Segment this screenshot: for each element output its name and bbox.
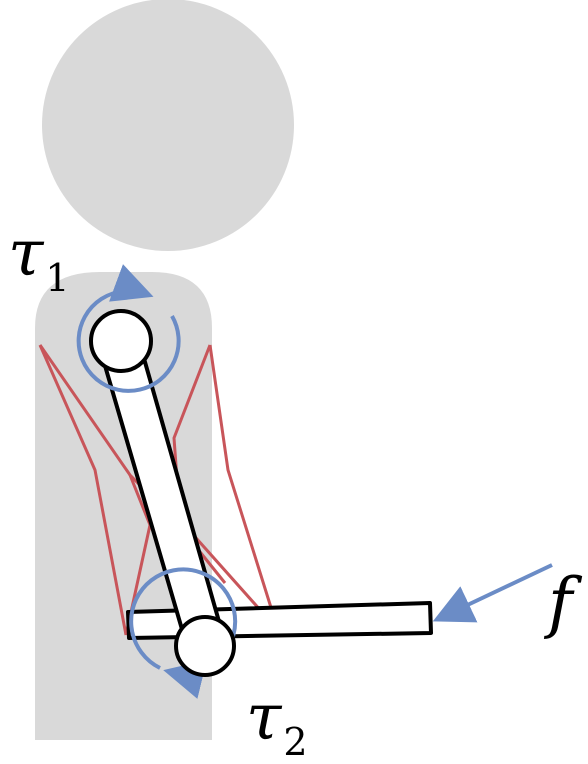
force-arrow xyxy=(432,563,553,623)
tau1-arrow xyxy=(76,264,181,393)
elbow-joint-icon xyxy=(174,615,236,677)
tau2-subscript: 2 xyxy=(283,720,308,764)
tau1-symbol: τ xyxy=(8,217,44,291)
shoulder-joint-icon xyxy=(89,309,153,373)
head-shape xyxy=(42,0,294,251)
tau2-symbol: τ xyxy=(246,681,282,755)
tau1-subscript: 1 xyxy=(45,256,70,300)
tau2-label: τ2 xyxy=(246,686,308,761)
force-label: f xyxy=(548,564,573,641)
muscle-right-cross xyxy=(208,344,280,631)
tau1-label: τ1 xyxy=(8,222,70,297)
muscle-left-lower xyxy=(38,344,128,636)
